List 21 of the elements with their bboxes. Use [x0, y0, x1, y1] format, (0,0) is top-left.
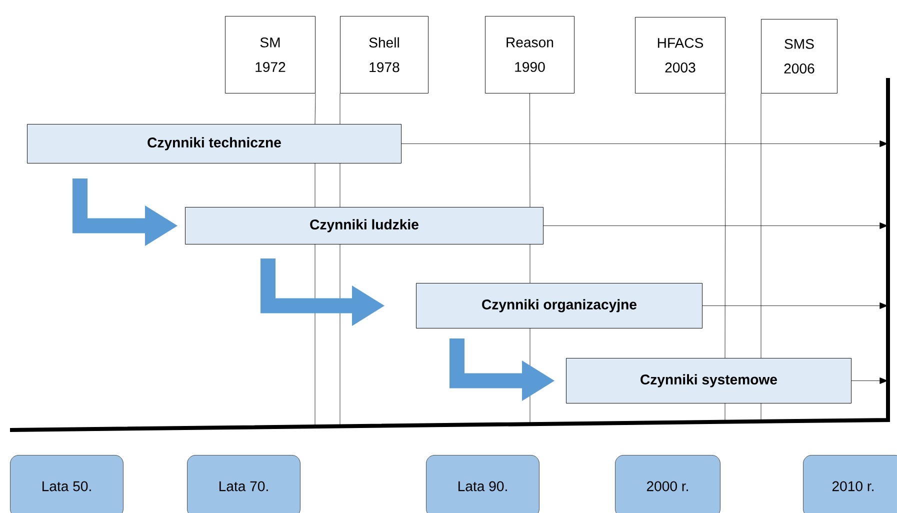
arrow: [543, 222, 888, 230]
factor-box: Czynniki ludzkie: [185, 207, 544, 244]
model-box: Shell 1978: [340, 16, 428, 94]
model-box: SMS 2006: [761, 19, 838, 94]
factor-box: Czynniki organizacyjne: [416, 283, 702, 328]
period-box: Lata 50.: [10, 455, 124, 513]
drop-line: [724, 93, 726, 422]
period-box: 2010 r.: [803, 455, 897, 513]
arrow: [401, 140, 888, 148]
model-box: Reason 1990: [485, 16, 574, 94]
arrow: [851, 377, 888, 384]
factor-box: Czynniki techniczne: [27, 124, 402, 164]
period-box: Lata 90.: [426, 455, 540, 513]
arrow: [702, 302, 888, 310]
period-box: Lata 70.: [187, 455, 300, 513]
drop-line: [314, 93, 316, 427]
drop-line: [760, 93, 762, 422]
model-box: HFACS 2003: [635, 17, 726, 94]
model-box: SM 1972: [225, 16, 316, 94]
period-box: 2000 r.: [615, 455, 720, 513]
factor-box: Czynniki systemowe: [566, 358, 852, 404]
